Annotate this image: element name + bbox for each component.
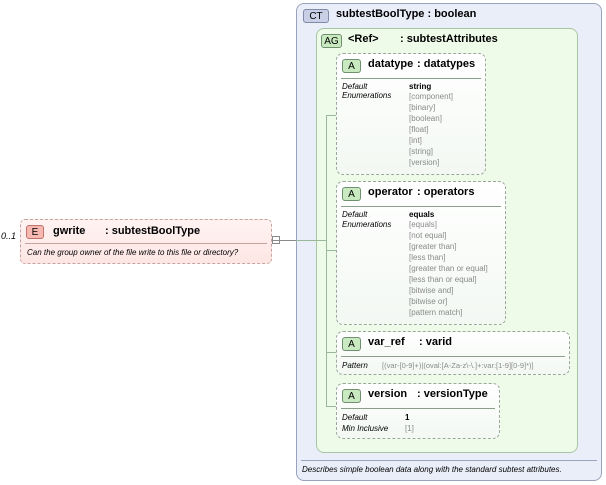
attribute-operator[interactable]: A operator : operators Default equals En…	[336, 181, 506, 325]
element-doc: Can the group owner of the file write to…	[27, 248, 239, 257]
enum-value: [int]	[409, 136, 422, 145]
enum-value: [equals]	[409, 220, 438, 229]
default-label: Default	[342, 413, 368, 422]
expand-toggle-icon[interactable]	[272, 240, 280, 241]
complex-type-title: subtestBoolType : boolean	[336, 8, 477, 20]
complex-type-separator	[301, 460, 597, 461]
attribute-badge: A	[342, 337, 361, 351]
group-spine	[326, 115, 327, 406]
attribute-name: datatype	[368, 58, 414, 70]
group-connector	[296, 240, 326, 241]
complex-type-badge: CT	[303, 9, 329, 23]
min-inclusive-label: Min Inclusive	[342, 424, 389, 433]
enum-value: [string]	[409, 147, 434, 156]
default-value: string	[409, 82, 432, 91]
enumerations-label: Enumerations	[342, 220, 392, 229]
attribute-type: : operators	[417, 186, 475, 198]
enum-value: [boolean]	[409, 114, 442, 123]
attribute-var-ref[interactable]: A var_ref : varid Pattern [(var-[0-9]+)|…	[336, 331, 570, 375]
enum-value: [greater than]	[409, 242, 457, 251]
default-label: Default	[342, 210, 368, 219]
attribute-type: : varid	[419, 336, 453, 348]
multiplicity-label: 0..1	[1, 231, 17, 241]
enum-value: [version]	[409, 158, 440, 167]
enum-value: [less than]	[409, 253, 446, 262]
default-label: Default	[342, 82, 368, 91]
enum-value: [binary]	[409, 103, 436, 112]
attribute-badge: A	[342, 187, 361, 201]
attribute-badge: A	[342, 59, 361, 73]
enum-value: [pattern match]	[409, 308, 463, 317]
attribute-group-name: : subtestAttributes	[400, 33, 498, 45]
attribute-group-badge: AG	[321, 34, 342, 48]
element-gwrite[interactable]: E gwrite : subtestBoolType Can the group…	[20, 219, 272, 264]
enum-value: [less than or equal]	[409, 275, 477, 284]
attribute-version[interactable]: A version : versionType Default 1 Min In…	[336, 383, 500, 439]
attribute-name: version	[368, 388, 408, 400]
enum-value: [bitwise or]	[409, 297, 448, 306]
attribute-type: : datatypes	[417, 58, 476, 70]
pattern-value: [(var-[0-9]+)|(oval:[A-Za-z\-\.]+:var:[1…	[382, 361, 534, 370]
element-name: gwrite	[53, 225, 86, 237]
attribute-name: operator	[368, 186, 413, 198]
enumerations-label: Enumerations	[342, 91, 392, 100]
attribute-type: : versionType	[417, 388, 488, 400]
enum-value: [component]	[409, 92, 454, 101]
default-value: equals	[409, 210, 435, 219]
enum-value: [float]	[409, 125, 429, 134]
element-type: : subtestBoolType	[105, 225, 201, 237]
attribute-group-ref: <Ref>	[348, 33, 379, 45]
default-value: 1	[405, 413, 410, 422]
min-inclusive-value: [1]	[405, 424, 414, 433]
enum-value: [greater than or equal]	[409, 264, 488, 273]
enum-value: [not equal]	[409, 231, 447, 240]
enum-value: [bitwise and]	[409, 286, 454, 295]
pattern-label: Pattern	[342, 361, 368, 370]
element-badge: E	[26, 225, 44, 239]
element-separator	[25, 243, 267, 244]
attribute-datatype[interactable]: A datatype : datatypes Default string En…	[336, 53, 486, 175]
attribute-name: var_ref	[368, 336, 405, 348]
attribute-badge: A	[342, 389, 361, 403]
complex-type-doc: Describes simple boolean data along with…	[302, 465, 562, 474]
